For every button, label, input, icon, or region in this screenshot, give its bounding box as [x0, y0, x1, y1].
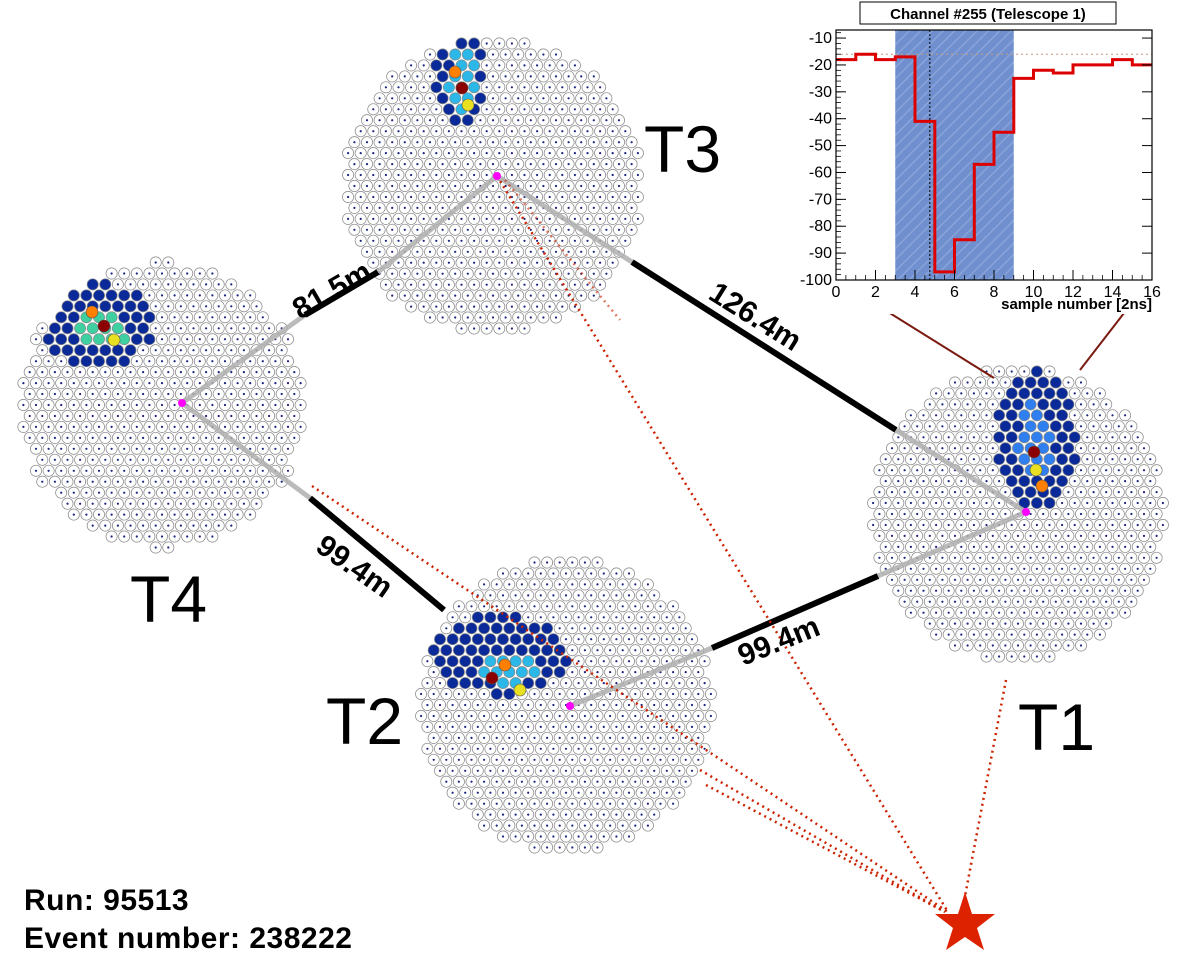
core-marker-t4 [178, 399, 186, 407]
core-marker-t1 [1022, 508, 1030, 516]
chart-title-box [859, 1, 1117, 25]
y-tick-label: -30 [809, 84, 832, 101]
telescope-label-t3: T3 [644, 112, 721, 186]
projection-line-t1 [960, 679, 1008, 913]
y-tick-label: -40 [809, 111, 832, 128]
baseline-t2-t1 [710, 573, 880, 651]
run-number: Run: 95513 [24, 884, 190, 917]
projection-line-t4 [311, 484, 949, 914]
x-tick-label: 4 [911, 284, 920, 301]
telescope-label-t1: T1 [1018, 690, 1095, 764]
baseline-label-t4-t2: 99.4m [310, 529, 399, 605]
channel-trace-chart: Channel #255 (Telescope 1) -10 -20 -30 -40 -… [792, 1, 1198, 314]
y-tick-label: -60 [809, 164, 832, 181]
x-tick-label: 16 [1143, 284, 1161, 301]
source-star-icon [935, 892, 995, 950]
axis-segment-t3 [376, 174, 499, 274]
y-tick-label: -90 [809, 245, 832, 262]
y-tick-label: -70 [809, 191, 832, 208]
x-axis-label: sample number [2ns] [1001, 296, 1152, 313]
projection-line-t2a [699, 768, 946, 914]
y-tick-label: -50 [809, 138, 832, 155]
projection-line-t2b [705, 783, 946, 914]
x-tick-label: 12 [1064, 284, 1082, 301]
axis-segment-t4b [180, 400, 312, 501]
x-tick-label: 10 [1025, 284, 1043, 301]
core-markers [178, 172, 1030, 710]
projection-lines [311, 175, 1008, 914]
chart-title: Channel #255 (Telescope 1) [890, 6, 1086, 23]
x-tick-label: 0 [832, 284, 841, 301]
camera-t3 [342, 37, 644, 335]
x-tick-label: 2 [871, 284, 880, 301]
event-number: Event number: 238222 [24, 922, 353, 955]
baseline-t4-t3 [303, 269, 380, 318]
baseline-label-t4-t3: 81.5m [287, 255, 377, 326]
baselines [180, 173, 1028, 709]
axis-segment-t4 [180, 312, 307, 406]
baseline-t3-t1 [630, 259, 898, 433]
axis-segment-t2 [569, 645, 713, 709]
core-marker-t2 [566, 702, 574, 710]
telescope-label-t4: T4 [130, 562, 207, 636]
x-tick-label: 14 [1104, 284, 1122, 301]
telescope-label-t2: T2 [326, 684, 403, 758]
y-tick-label: -80 [809, 218, 832, 235]
y-tick-label: -20 [809, 57, 832, 74]
x-tick-label: 8 [990, 284, 999, 301]
baseline-t4-t2 [308, 495, 446, 613]
projection-line-t3-inner [504, 179, 621, 321]
trace-line [836, 52, 1152, 274]
camera-t2 [415, 556, 717, 854]
y-tick-label: -10 [809, 30, 832, 47]
y-tick-label: -100 [800, 272, 832, 289]
camera-t4 [17, 256, 307, 554]
x-tick-label: 6 [950, 284, 959, 301]
core-marker-t3 [493, 172, 501, 180]
axis-segment-t1a [894, 427, 1028, 515]
axis-segment-t1b [877, 509, 1027, 579]
axis-segment-t3b [495, 173, 634, 265]
